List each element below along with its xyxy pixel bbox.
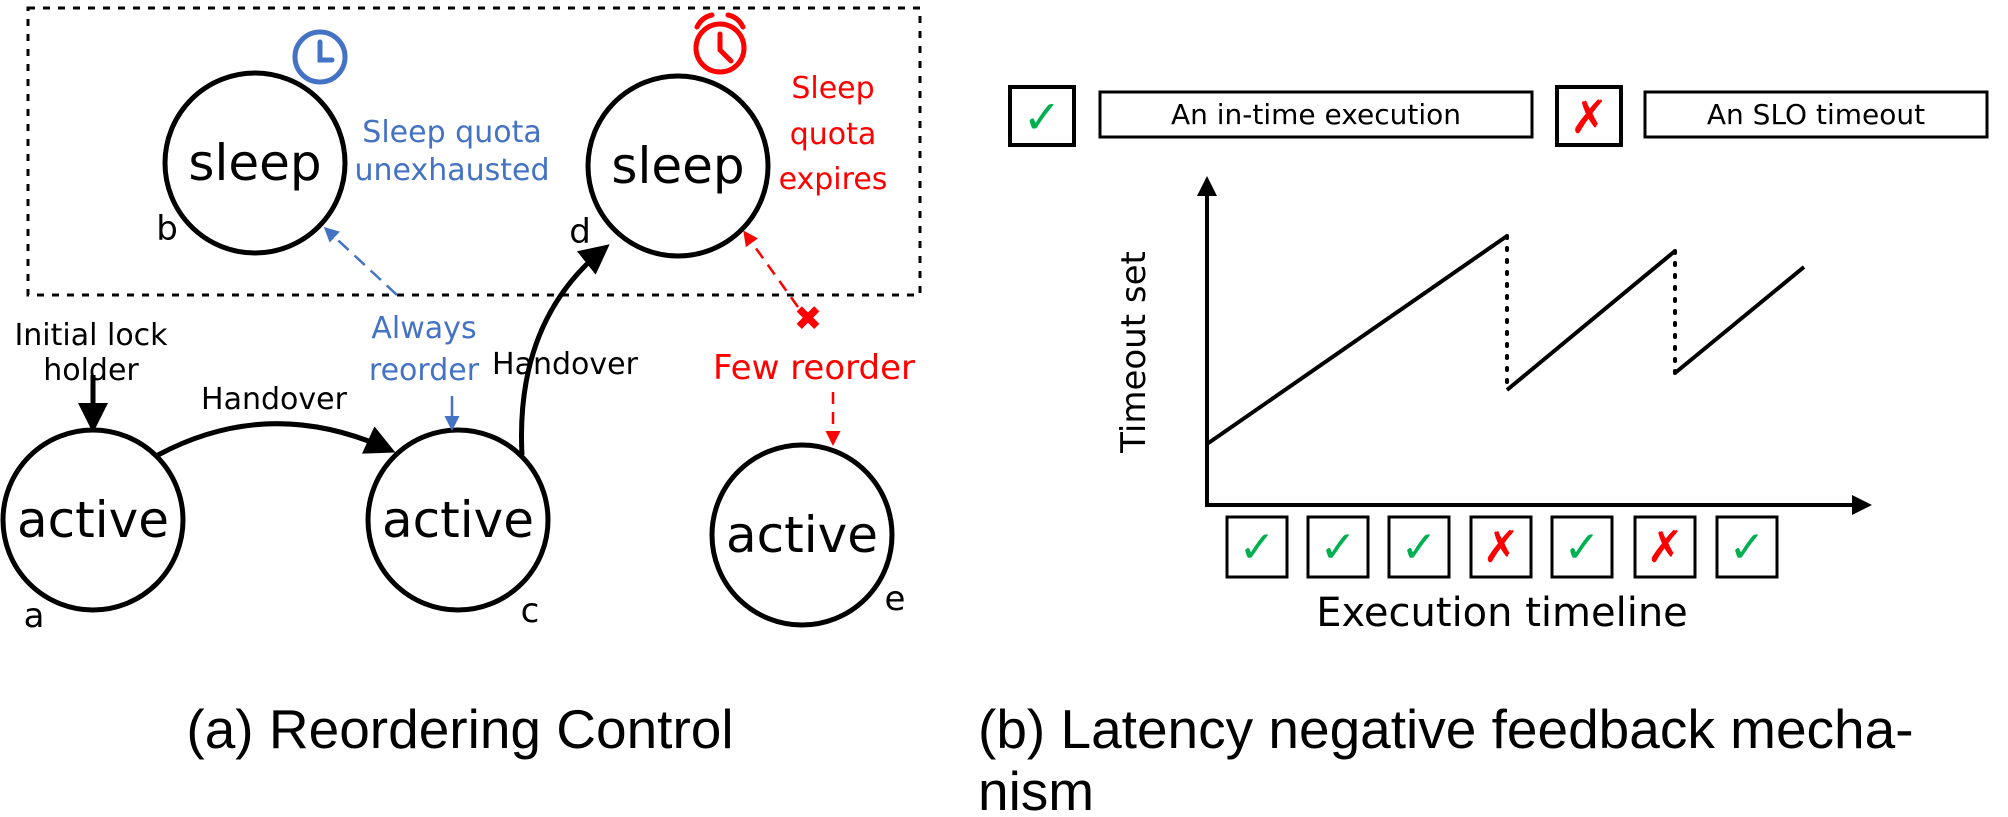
timeline-item: ✓ (1715, 515, 1779, 579)
timeline-item: ✓ (1306, 515, 1370, 579)
legend-check-box (1008, 85, 1076, 147)
execution-timeline: ✓ ✓ ✓ ✗ ✓ ✗ ✓ (1225, 515, 1779, 579)
node-e-id: e (885, 579, 906, 619)
alarm-clock-icon (693, 12, 747, 75)
node-d-id: d (569, 212, 591, 252)
node-b-state: sleep (188, 134, 321, 192)
timeline-item: ✗ (1469, 515, 1533, 579)
handover-c-to-d-arrow (519, 244, 610, 456)
quota-expires-label-2: quota (790, 117, 877, 152)
panel-a: sleep b sleep d active a active c active… (0, 6, 922, 760)
legend-check-text-box (1098, 90, 1534, 139)
timeline-item: ✓ (1550, 515, 1614, 579)
quota-expires-label-1: Sleep (791, 71, 874, 106)
node-c-id: c (521, 591, 540, 631)
handover-a-c-label: Handover (201, 382, 348, 417)
always-reorder-arrow-up (323, 226, 398, 296)
few-reorder-label: Few reorder (713, 348, 915, 388)
initial-holder-label-1: Initial lock (14, 318, 168, 353)
clock-icon (292, 29, 348, 85)
quota-unexhausted-label-2: unexhausted (354, 153, 549, 188)
legend-cross-icon: ✗ (1570, 90, 1609, 144)
caption-b-line1: (b) Latency negative feedback mecha- (978, 698, 1914, 760)
node-c-state: active (382, 491, 534, 549)
node-b-circle (162, 70, 348, 256)
fail-mark: ✖ (794, 299, 823, 339)
node-c: active c (365, 427, 551, 631)
always-reorder-label-1: Always (371, 311, 476, 346)
timeline-symbol: ✓ (1401, 522, 1438, 573)
node-a-id: a (24, 596, 45, 636)
sawtooth-series (1205, 234, 1806, 446)
handover-c-d-label: Handover (492, 347, 639, 382)
timeline-symbol: ✓ (1729, 522, 1766, 573)
sleep-region-box (26, 6, 922, 297)
y-axis-label: Timeout set (1114, 251, 1154, 454)
quota-expires-arrow-up (743, 230, 800, 308)
node-e: active e (709, 442, 906, 628)
quota-expires-label-3: expires (779, 162, 888, 197)
timeline-item: ✓ (1387, 515, 1451, 579)
legend-cross-text-box (1643, 90, 1989, 139)
timeline-symbol: ✓ (1239, 522, 1276, 573)
caption-b-line2: nism (978, 760, 1094, 817)
timeline-item: ✗ (1633, 515, 1697, 579)
node-e-state: active (726, 506, 878, 564)
node-b: sleep b (156, 70, 348, 256)
x-axis-label: Execution timeline (1316, 590, 1688, 636)
sawtooth-segment (1505, 249, 1677, 392)
caption-a: (a) Reordering Control (186, 698, 733, 760)
node-e-circle (709, 442, 895, 628)
timeline-symbol: ✗ (1647, 522, 1684, 573)
sawtooth-segment (1673, 265, 1806, 375)
handover-a-to-c-arrow (156, 421, 396, 458)
timeline-symbol: ✗ (1483, 522, 1520, 573)
initial-holder-label-2: holder (43, 353, 139, 388)
node-d: sleep d (569, 73, 771, 259)
legend-check-icon: ✓ (1023, 90, 1062, 144)
timeline-item: ✓ (1225, 515, 1289, 579)
legend-check-text: An in-time execution (1171, 98, 1461, 131)
always-reorder-label-2: reorder (369, 353, 480, 388)
timeline-symbol: ✓ (1564, 522, 1601, 573)
node-d-state: sleep (611, 137, 744, 195)
legend-cross-text: An SLO timeout (1707, 98, 1925, 131)
quota-unexhausted-label-1: Sleep quota (362, 115, 541, 150)
node-b-id: b (156, 209, 178, 249)
node-a-state: active (17, 491, 169, 549)
legend-cross-box (1555, 85, 1623, 147)
panel-b: ✓ An in-time execution ✗ An SLO timeout … (978, 85, 1989, 817)
timeline-symbol: ✓ (1320, 522, 1357, 573)
node-a: active a (0, 427, 186, 636)
sawtooth-segment (1205, 234, 1509, 446)
node-d-circle (585, 73, 771, 259)
